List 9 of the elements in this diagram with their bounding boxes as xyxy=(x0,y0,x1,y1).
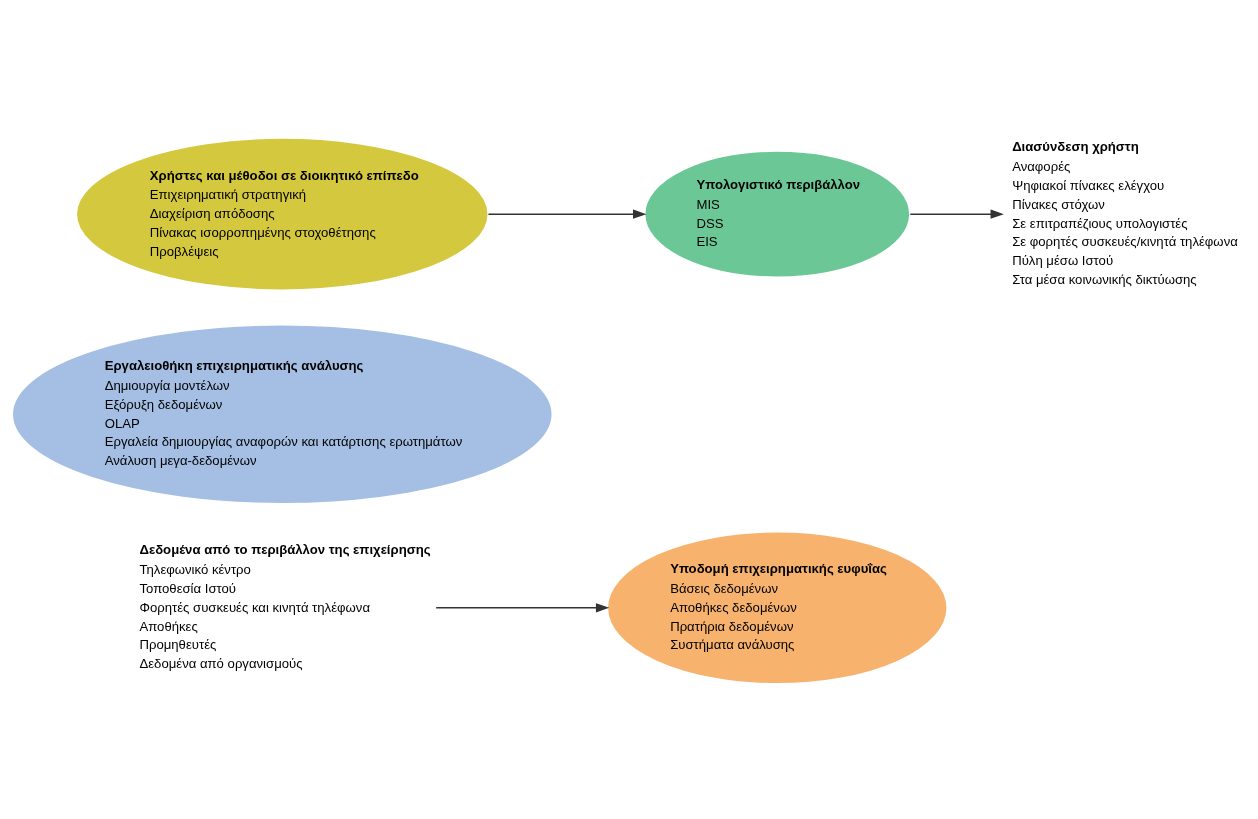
node-ellipse: Υποδομή επιχειρηματικής ευφυΐας Βάσεις δεδομένων Αποθήκες δεδομένων Πρατήρια δεδομένων Συστήματα ανάλυσης xyxy=(606,530,949,685)
arrow xyxy=(909,209,1004,219)
node-ellipse: Υπολογιστικό περιβάλλον MIS DSS EIS xyxy=(643,149,911,279)
node-text: Δεδομένα από το περιβάλλον της επιχείρησης Τηλεφωνικό κέντρο Τοποθεσία Ιστού Φορητές συσκευές και κινητά τηλέφωνα Αποθήκες Προμηθευτές Δεδομένα από οργανισμούς xyxy=(139,542,431,672)
arrow xyxy=(435,603,610,613)
arrow xyxy=(487,209,647,219)
node-ellipse: Εργαλειοθήκη επιχειρηματικής ανάλυσης Δημιουργία μοντέλων Εξόρυξη δεδομένων OLAP Εργαλεία δημιουργίας αναφορών και κατάρτισης ερωτημάτων Ανάλυση μεγα-δεδομένων xyxy=(11,323,554,505)
node-text: Διασύνδεση χρήστη Αναφορές Ψηφιακοί πίνακες ελέγχου Πίνακες στόχων Σε επιτραπέζιους υπολογιστές Σε φορητές συσκευές/κινητά τηλέφωνα Πύλη μέσω Ιστού Στα μέσα κοινωνικής δικτύωσης xyxy=(1012,139,1238,287)
node-ellipse: Χρήστες και μέθοδοι σε διοικητικό επίπεδο Επιχειρηματική στρατηγική Διαχείριση απόδοσης Πίνακας ισορροπημένης στοχοθέτησης Προβλέψεις xyxy=(75,137,490,292)
